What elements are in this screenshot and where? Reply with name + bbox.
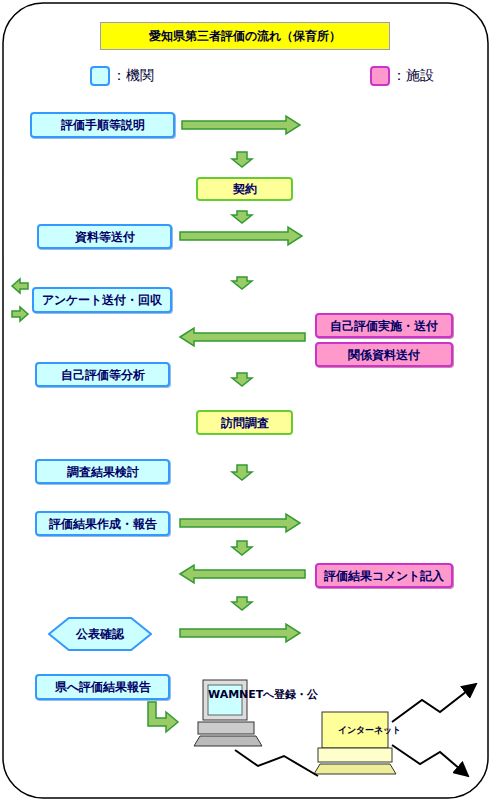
process-box: アンケート送付・回収 bbox=[32, 287, 172, 313]
legend-swatch bbox=[90, 66, 110, 86]
node-text: 契約 bbox=[233, 182, 257, 196]
block-arrow bbox=[180, 514, 300, 532]
block-arrow bbox=[232, 373, 252, 386]
computer-base bbox=[318, 748, 392, 762]
block-arrow bbox=[12, 279, 28, 293]
service-note: WAMNETへ登録・公 bbox=[208, 687, 318, 702]
milestone-box: 契約 bbox=[196, 177, 293, 201]
node-text: 訪問調査 bbox=[221, 416, 269, 430]
block-arrow bbox=[232, 211, 252, 223]
block-arrow bbox=[148, 702, 178, 732]
block-arrow bbox=[232, 277, 252, 289]
legend-text: ：施設 bbox=[392, 67, 434, 85]
block-arrow bbox=[180, 624, 300, 642]
process-box: 評価手順等説明 bbox=[30, 112, 175, 138]
block-arrow bbox=[180, 227, 302, 245]
page-frame bbox=[3, 3, 488, 798]
decision-diamond: 公表確認 bbox=[48, 617, 152, 651]
process-box: 自己評価等分析 bbox=[35, 362, 170, 387]
legend-item: ：機関 bbox=[90, 66, 154, 86]
process-box: 県へ評価結果報告 bbox=[35, 674, 170, 700]
process-box: 調査結果検討 bbox=[35, 459, 170, 484]
title-box: 愛知県第三者評価の流れ（保育所） bbox=[100, 22, 390, 50]
node-text: 評価結果コメント記入 bbox=[324, 569, 444, 583]
node-text: 自己評価等分析 bbox=[61, 368, 145, 382]
block-arrow bbox=[232, 152, 252, 167]
computer-base bbox=[198, 722, 254, 734]
node-text: 資料等送付 bbox=[75, 230, 135, 244]
legend-swatch bbox=[370, 66, 390, 86]
block-arrow bbox=[232, 465, 252, 480]
node-text: 関係資料送付 bbox=[348, 348, 420, 362]
block-arrow bbox=[182, 116, 300, 134]
block-arrow bbox=[232, 597, 252, 610]
block-arrow bbox=[232, 541, 252, 555]
title-text: 愛知県第三者評価の流れ（保育所） bbox=[149, 29, 341, 43]
process-box: 資料等送付 bbox=[37, 224, 172, 249]
block-arrow bbox=[12, 307, 28, 321]
node-text: 公表確認 bbox=[76, 627, 124, 641]
screen-text: インターネット bbox=[338, 724, 401, 737]
lightning-line bbox=[392, 684, 476, 722]
node-text: アンケート送付・回収 bbox=[42, 293, 162, 307]
facility-box: 自己評価実施・送付 bbox=[315, 313, 453, 338]
keyboard bbox=[314, 764, 396, 774]
lightning-line bbox=[392, 745, 468, 776]
process-box: 評価結果作成・報告 bbox=[35, 511, 170, 536]
milestone-box: 訪問調査 bbox=[196, 410, 293, 435]
legend-item: ：施設 bbox=[370, 66, 434, 86]
node-text: 評価結果作成・報告 bbox=[49, 517, 157, 531]
facility-box: 関係資料送付 bbox=[315, 342, 453, 367]
keyboard bbox=[194, 736, 262, 746]
node-text: 評価手順等説明 bbox=[61, 118, 145, 132]
block-arrow bbox=[180, 328, 305, 346]
flow-arrows bbox=[12, 116, 305, 732]
diamond-shape bbox=[49, 618, 151, 650]
block-arrow bbox=[180, 565, 305, 583]
lightning-line bbox=[235, 750, 318, 776]
node-text: 県へ評価結果報告 bbox=[55, 680, 151, 694]
node-text: 自己評価実施・送付 bbox=[330, 319, 438, 333]
node-text: 調査結果検討 bbox=[67, 465, 139, 479]
facility-box: 評価結果コメント記入 bbox=[315, 563, 453, 588]
legend-text: ：機関 bbox=[112, 67, 154, 85]
